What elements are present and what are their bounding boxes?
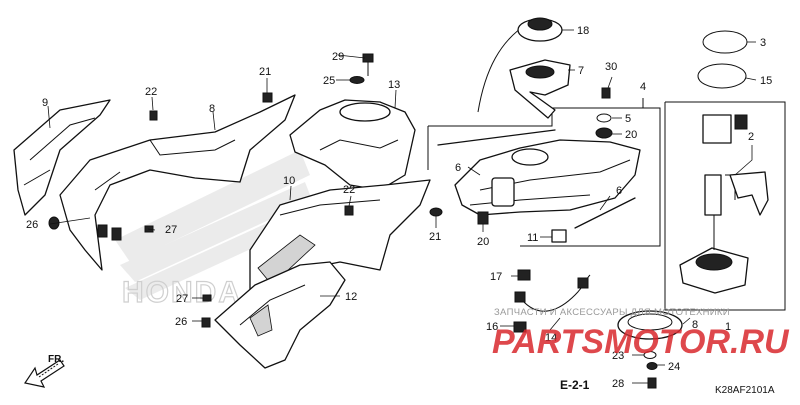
part-8-bracket: [509, 59, 571, 119]
callout-2: 2: [748, 131, 754, 143]
callout-4: 4: [640, 81, 646, 93]
watermark-logo-text: PARTSMOTOR.RU: [492, 323, 790, 361]
callout-21-b: 21: [429, 231, 441, 243]
callout-26-a: 26: [26, 219, 38, 231]
callout-15: 14: [545, 332, 557, 344]
part-12-label: [551, 229, 567, 243]
callout-18: 17: [490, 271, 502, 283]
callout-20-b: 20: [625, 129, 637, 141]
callout-23: 23: [612, 350, 624, 362]
callout-12: 11: [527, 232, 538, 244]
part-3-ring: [702, 30, 748, 54]
callout-10: 9: [42, 97, 48, 109]
part-4-group-frame: [427, 98, 661, 247]
part-14-tank-cover: [289, 99, 416, 191]
part-1-fuel-pump: [679, 114, 769, 294]
part-7-set-plate: [617, 310, 683, 340]
callout-labels: 9 8 21 22 29 25 13 10 22 21 26 27 27 26 …: [26, 25, 772, 390]
fuel-tank: [454, 139, 641, 216]
part-19-breather: [477, 17, 563, 113]
front-arrow-label: FR.: [48, 354, 64, 365]
small-hardware: [48, 53, 658, 389]
callout-21-a: 21: [259, 66, 271, 78]
callout-3: 3: [760, 37, 766, 49]
callout-26-b: 26: [175, 316, 187, 328]
background-brand-text: HONDA: [122, 276, 242, 309]
callout-28: 28: [612, 378, 624, 390]
callout-20-a: 20: [477, 236, 489, 248]
callout-19: 18: [577, 25, 589, 37]
watermark-shop-text: ЗАПЧАСТИ И АКСЕССУАРЫ ДЛЯ МОТОТЕХНИКИ: [494, 307, 730, 318]
front-direction-arrow: [24, 359, 65, 388]
section-code: E-2-1: [560, 378, 590, 392]
part-9-shroud: [59, 94, 296, 271]
honda-wing-watermark: [115, 150, 312, 300]
callout-5: 5: [625, 113, 631, 125]
part-1-group-frame: [664, 101, 786, 311]
callout-6-b: 6: [616, 185, 622, 197]
callout-16: 15: [760, 75, 772, 87]
part-10-left-cover: [13, 99, 111, 216]
callout-13: 12: [345, 291, 357, 303]
part-6-tubes: [437, 129, 636, 229]
callout-27-b: 27: [176, 293, 188, 305]
callout-1: 1: [725, 321, 731, 333]
callout-25: 25: [323, 75, 335, 87]
part-15-hose: [514, 274, 591, 312]
callout-30: 30: [605, 61, 617, 73]
callout-14: 13: [388, 79, 400, 91]
callout-8: 7: [578, 65, 584, 77]
callout-6-a: 6: [455, 162, 461, 174]
callout-7-visible: 8: [692, 319, 698, 331]
callout-17: 16: [486, 321, 498, 333]
callout-9: 8: [209, 103, 215, 115]
callout-27-a: 27: [165, 224, 177, 236]
drawing-code: K28AF2101A: [715, 385, 775, 396]
leader-lines: [47, 29, 757, 384]
part-13-lower-cover: [214, 261, 346, 369]
callout-29: 29: [332, 51, 344, 63]
callout-22-a: 22: [145, 86, 157, 98]
part-16-seal: [697, 63, 747, 89]
callout-24: 24: [668, 361, 680, 373]
callout-11: 10: [283, 175, 295, 187]
callout-22-b: 22: [343, 184, 355, 196]
